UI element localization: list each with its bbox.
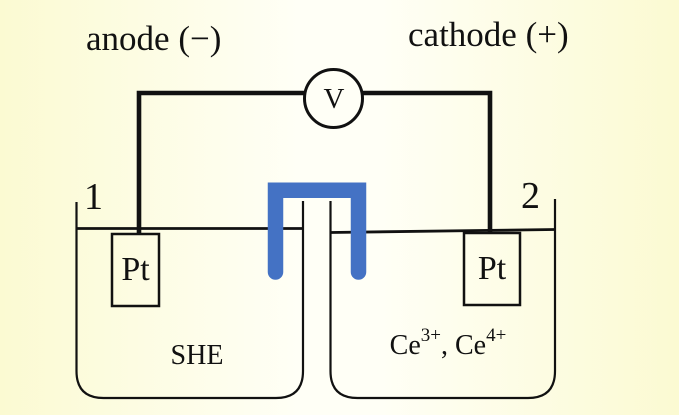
beaker-right-outline <box>329 199 557 400</box>
voltmeter-circle <box>303 68 364 129</box>
electrode-left-label: Pt <box>121 251 150 288</box>
beaker-1-number: 1 <box>84 176 103 218</box>
electrode-left-box <box>110 232 161 308</box>
beaker-left-outline <box>75 201 305 400</box>
ce4-superscript: 4+ <box>486 325 507 346</box>
wire-left <box>136 90 306 234</box>
anode-label: anode (−) <box>86 19 222 58</box>
wire-right <box>361 90 493 233</box>
ce4-base: , Ce <box>441 330 487 361</box>
ce3-superscript: 3+ <box>420 325 441 346</box>
electrode-right-box <box>462 231 522 307</box>
solution-label-ce: Ce3+, Ce4+ <box>368 326 528 361</box>
liquid-level-right <box>330 228 556 234</box>
ce3-base: Ce <box>389 330 421 361</box>
beaker-2-number: 2 <box>521 175 540 217</box>
cathode-label: cathode (+) <box>408 15 569 54</box>
electrode-right-label: Pt <box>477 250 507 287</box>
salt-bridge <box>267 182 367 280</box>
voltmeter-label: V <box>323 82 345 115</box>
solution-label-she: SHE <box>170 340 224 371</box>
